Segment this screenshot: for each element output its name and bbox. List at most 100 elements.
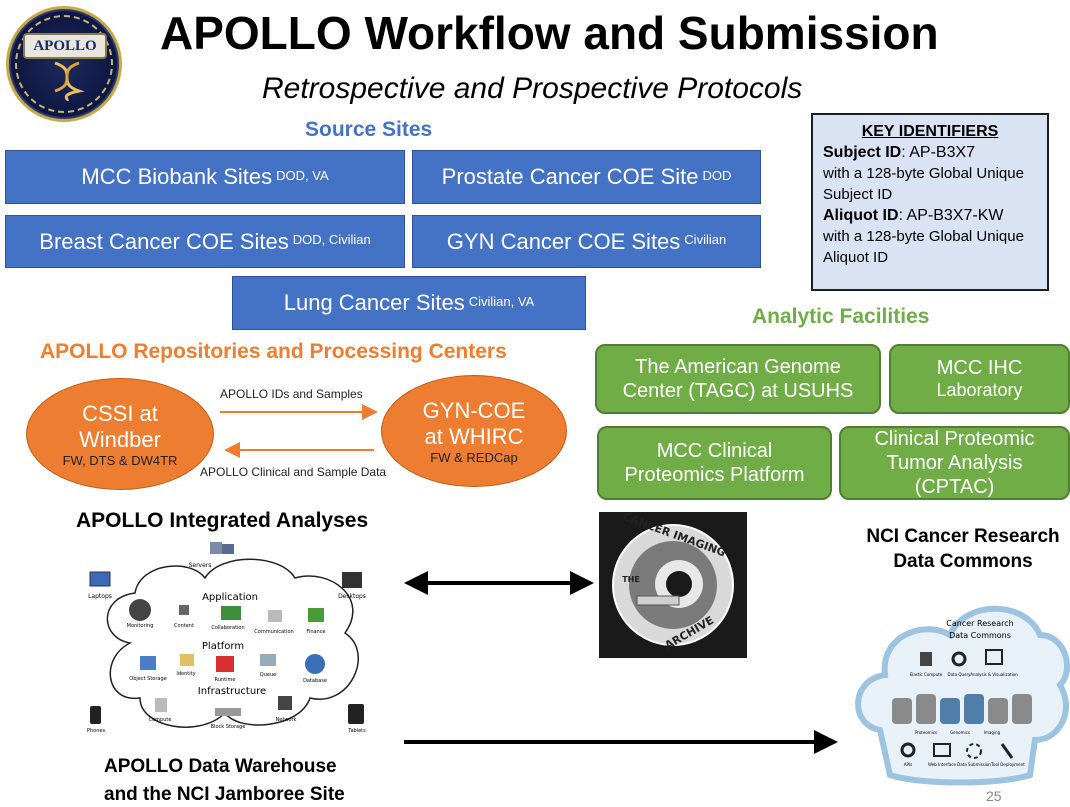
node-line: GYN-COE xyxy=(422,397,526,423)
cssi-windber-node: CSSI at Windber FW, DTS & DW4TR xyxy=(26,378,214,490)
data-query-icon xyxy=(951,651,967,667)
web-interface-icon xyxy=(933,743,951,757)
page-subtitle: Retrospective and Prospective Protocols xyxy=(262,72,803,105)
apis-gear-icon xyxy=(900,742,916,758)
nci-item-label: Proteomics xyxy=(915,730,937,735)
caption-line: APOLLO Data Warehouse xyxy=(104,756,337,777)
cloud-label-infrastructure: Infrastructure xyxy=(198,686,266,697)
nci-data-commons-heading: NCI Cancer Research Data Commons xyxy=(858,524,1068,574)
facility-line: Tumor Analysis xyxy=(886,452,1023,474)
analytic-facility-box: The American Genome Center (TAGC) at USU… xyxy=(595,344,881,414)
heading-line: NCI Cancer Research xyxy=(866,526,1060,547)
cloud-label-block-storage: Block Storage xyxy=(211,724,246,730)
aliquot-id-label: Aliquot ID xyxy=(823,207,899,224)
node-line: at WHIRC xyxy=(424,423,524,449)
clinical-data-label: APOLLO Clinical and Sample Data xyxy=(200,465,387,479)
integrated-analyses-heading: APOLLO Integrated Analyses xyxy=(76,509,369,532)
elastic-compute-icon xyxy=(920,652,932,666)
cloud-label-platform: Platform xyxy=(202,641,244,652)
facility-line: Center (TAGC) at USUHS xyxy=(622,380,854,402)
nci-item-label: Data Query xyxy=(948,672,972,677)
cloud-label-phones: Phones xyxy=(87,728,105,734)
cloud-label-database: Database xyxy=(303,678,327,684)
aliquot-id-value: : AP-B3X7-KW xyxy=(898,207,1004,224)
seal-banner: APOLLO xyxy=(23,33,107,59)
source-sites-heading: Source Sites xyxy=(305,118,433,141)
analytic-facility-box: MCC IHC Laboratory xyxy=(889,344,1070,414)
aliquot-id-description: with a 128-byte Global Unique Aliquot ID xyxy=(823,228,1024,266)
cloud-label-identity: Identity xyxy=(176,671,195,677)
tcia-text-the: THE xyxy=(622,575,640,584)
seal-ring xyxy=(15,15,113,113)
nci-cloud-title: Cancer Research xyxy=(946,619,1013,628)
source-site-affiliation: Civilian xyxy=(684,232,727,247)
facility-line: Laboratory xyxy=(936,380,1023,401)
key-identifiers-heading: KEY IDENTIFIERS xyxy=(861,123,999,140)
analytic-facilities-heading: Analytic Facilities xyxy=(752,305,930,328)
data-warehouse-caption: APOLLO Data Warehouse and the NCI Jambor… xyxy=(104,753,345,807)
nci-cloud-title: Data Commons xyxy=(949,631,1011,640)
cloud-label-content: Content xyxy=(174,623,194,629)
nci-item-label: Genomics xyxy=(950,730,970,735)
source-site-affiliation: DOD, Civilian xyxy=(292,232,371,247)
apollo-logo-seal: APOLLO xyxy=(6,6,122,122)
cloud-label-laptops: Laptops xyxy=(88,593,112,600)
key-identifiers-box: KEY IDENTIFIERS Subject ID: AP-B3X7 with… xyxy=(811,113,1049,291)
facility-line: Proteomics Platform xyxy=(624,464,805,486)
nci-item-label: Data Submission xyxy=(957,762,991,767)
source-site-label: Breast Cancer COE Sites xyxy=(39,228,289,254)
cloud-label-queue: Queue xyxy=(260,672,276,678)
facility-line: (CPTAC) xyxy=(914,476,995,498)
source-site-label: GYN Cancer COE Sites xyxy=(446,228,681,254)
page-number: 25 xyxy=(986,788,1002,804)
cloud-label-object-storage: Object Storage xyxy=(129,676,166,682)
source-site-affiliation: Civilian, VA xyxy=(468,293,535,309)
data-submission-icon xyxy=(966,743,982,759)
node-subline: FW & REDCap xyxy=(430,449,518,465)
tcia-logo: CANCER IMAGING THE ARCHIVE xyxy=(599,510,747,658)
node-line: Windber xyxy=(79,426,161,452)
subject-id-description: with a 128-byte Global Unique Subject ID xyxy=(823,165,1024,203)
nci-cloud-diagram: Cancer Research Data Commons Elastic Com… xyxy=(855,605,1070,786)
nci-item-label: Tool Deployment xyxy=(990,762,1025,767)
source-site-label: MCC Biobank Sites xyxy=(81,164,273,189)
nci-item-label: Elastic Compute xyxy=(910,672,943,677)
facility-line: Clinical Proteomic xyxy=(874,428,1035,450)
subject-id-row: Subject ID: AP-B3X7 xyxy=(823,142,1037,163)
tool-deployment-wrench-icon xyxy=(1000,743,1014,759)
caption-line: and the NCI Jamboree Site xyxy=(104,784,345,805)
subject-id-label: Subject ID xyxy=(823,144,902,161)
database-stack-icons xyxy=(892,694,1032,724)
cloud-label-desktops: Desktops xyxy=(338,593,366,600)
gyn-coe-node: GYN-COE at WHIRC FW & REDCap xyxy=(381,375,567,487)
cloud-label-communication: Communication xyxy=(254,629,293,635)
source-site-label: Lung Cancer Sites xyxy=(283,290,465,315)
nci-item-label: Imaging xyxy=(984,730,1001,735)
facility-line: MCC IHC xyxy=(936,357,1023,380)
tcia-emblem-icon: CANCER IMAGING THE ARCHIVE xyxy=(612,510,734,652)
nci-item-label: Analysis & Visualization xyxy=(970,672,1018,677)
repositories-heading: APOLLO Repositories and Processing Cente… xyxy=(40,340,507,363)
cloud-computing-diagram: Servers Laptops Desktops Application Mon… xyxy=(87,542,366,734)
analytic-facility-box: Clinical Proteomic Tumor Analysis (CPTAC… xyxy=(839,426,1070,500)
source-site-affiliation: DOD, VA xyxy=(276,167,329,183)
aliquot-id-row: Aliquot ID: AP-B3X7-KW xyxy=(823,205,1037,226)
source-site-affiliation: DOD xyxy=(702,167,732,183)
cloud-label-collaboration: Collaboration xyxy=(211,625,244,631)
facility-line: MCC Clinical xyxy=(656,440,773,462)
analytic-facility-box: MCC Clinical Proteomics Platform xyxy=(597,426,832,500)
node-subline: FW, DTS & DW4TR xyxy=(62,452,178,468)
cloud-label-tablets: Tablets xyxy=(347,728,366,734)
cloud-label-runtime: Runtime xyxy=(215,677,236,683)
cloud-label-network: Network xyxy=(276,717,297,723)
cloud-label-compute: Compute xyxy=(149,717,172,723)
subject-id-value: : AP-B3X7 xyxy=(901,144,976,161)
node-line: CSSI at xyxy=(82,400,158,426)
cloud-label-servers: Servers xyxy=(189,562,212,569)
heading-line: Data Commons xyxy=(893,551,1033,572)
